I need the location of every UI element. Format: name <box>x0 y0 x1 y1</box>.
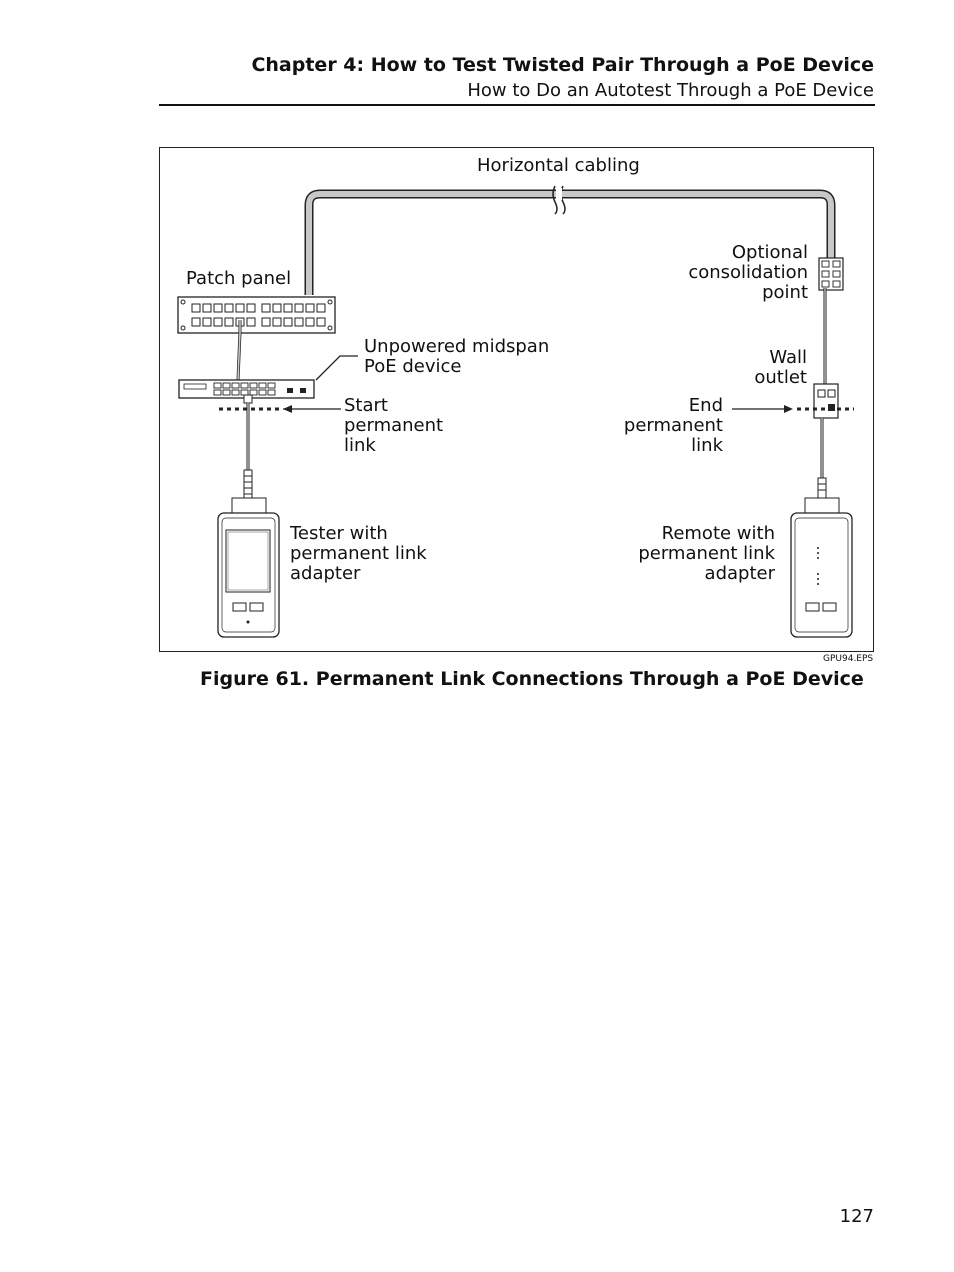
wall-outlet <box>813 383 839 419</box>
remote-cord <box>817 418 827 501</box>
figure-frame <box>159 147 874 652</box>
label-start-permanent-link: Start permanent link <box>344 395 444 456</box>
figure-diagram <box>177 185 854 638</box>
patch-panel <box>177 296 336 334</box>
section-title: How to Do an Autotest Through a PoE Devi… <box>467 80 874 101</box>
midspan-poe-device <box>178 379 315 399</box>
label-horizontal-cabling: Horizontal cabling <box>477 155 640 176</box>
end-link-marker <box>732 405 854 413</box>
remote-device <box>790 497 853 638</box>
midspan-leader <box>315 355 358 381</box>
header-rule <box>159 104 875 106</box>
label-tester: Tester with permanent link adapter <box>290 523 427 584</box>
label-wall-outlet: Wall outlet <box>754 347 807 388</box>
consolidation-point <box>818 257 844 291</box>
tester-cord <box>243 394 253 501</box>
label-end-permanent-link: End permanent link <box>623 395 723 456</box>
tester-device <box>217 497 280 638</box>
label-midspan-device: Unpowered midspan PoE device <box>364 336 550 377</box>
start-link-marker <box>219 405 341 413</box>
chapter-title: Chapter 4: How to Test Twisted Pair Thro… <box>251 54 874 76</box>
label-patch-panel: Patch panel <box>186 268 292 289</box>
horizontal-cable <box>304 185 836 295</box>
label-remote: Remote with permanent link adapter <box>638 523 775 584</box>
label-consolidation-point: Optional consolidation point <box>688 242 808 303</box>
figure-id: GPU94.EPS <box>823 654 874 664</box>
page-number: 127 <box>839 1206 874 1227</box>
figure-caption: Figure 61. Permanent Link Connections Th… <box>200 668 864 690</box>
